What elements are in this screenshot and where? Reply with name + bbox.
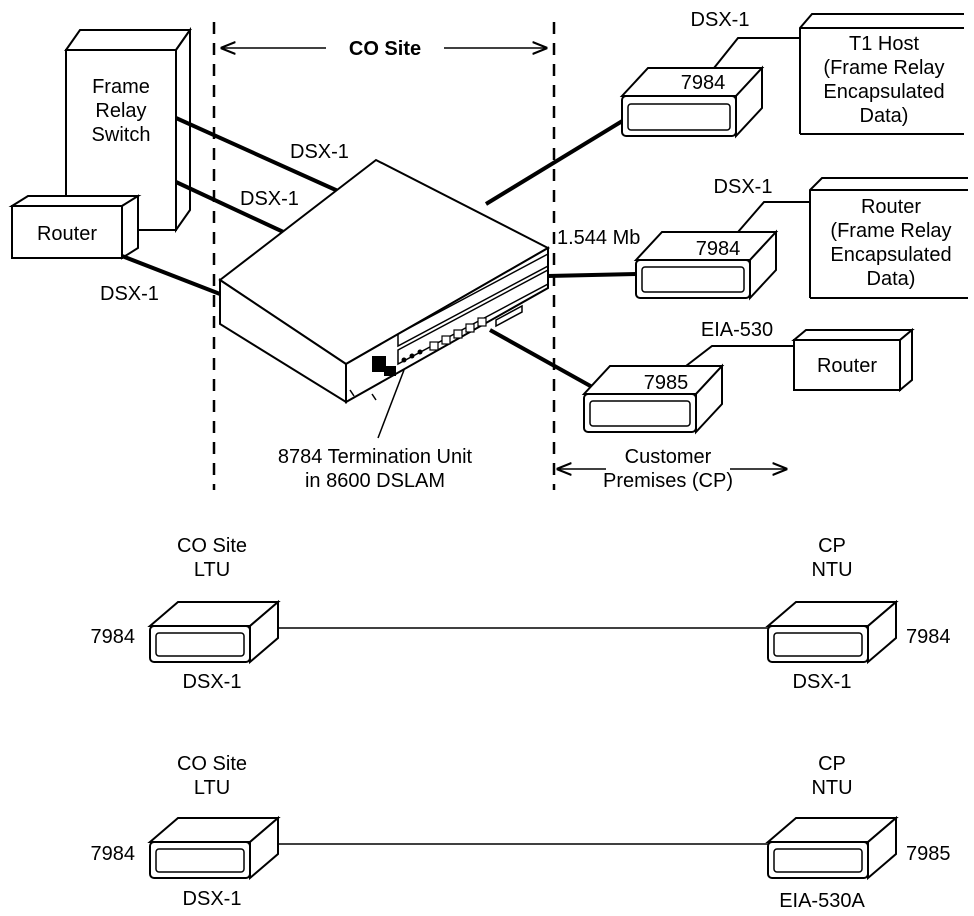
t1-host-line3: Encapsulated (823, 81, 944, 103)
cable-dslam-unit3 (489, 328, 595, 390)
link1-left-model: 7984 (91, 626, 136, 648)
co-site-label: CO Site (349, 38, 421, 60)
dsx1-label-a: DSX-1 (290, 141, 349, 163)
link2-left-unit (147, 815, 281, 881)
link2-left-interface: DSX-1 (183, 888, 242, 910)
frame-relay-switch-line1: Frame (92, 76, 150, 98)
link1-left-title-line2: LTU (194, 559, 230, 581)
link2-right-title-line2: NTU (811, 777, 852, 799)
unit3-interface: EIA-530 (701, 319, 773, 341)
link-diagram-1: CO Site LTU CP NTU 7984 7984 DSX-1 DSX-1 (91, 535, 951, 693)
t1-host-line4: Data) (860, 105, 909, 127)
termination-callout-line (377, 369, 405, 439)
cp-unit-1: 7984 (619, 65, 765, 139)
cp-unit-2: 7984 (633, 229, 779, 301)
link2-right-model: 7985 (906, 843, 951, 865)
router-frame-relay: Router (Frame Relay Encapsulated Data) (809, 177, 968, 299)
cable-switch-dslam-2 (175, 180, 293, 238)
cp-unit-3: 7985 (581, 363, 725, 435)
customer-premises-span: Customer Premises (CP) (558, 446, 786, 492)
co-site-span: CO Site (222, 38, 546, 60)
unit3-model: 7985 (644, 372, 689, 394)
frame-relay-switch: Frame Relay Switch (64, 26, 192, 234)
unit2-host-link (737, 201, 810, 233)
link-diagram-2: CO Site LTU CP NTU 7984 7985 DSX-1 EIA-5… (91, 753, 951, 912)
termination-label-line1: 8784 Termination Unit (278, 446, 473, 468)
cp-label-line2: Premises (CP) (603, 470, 733, 492)
link2-right-title-line1: CP (818, 753, 846, 775)
t1-host: T1 Host (Frame Relay Encapsulated Data) (799, 13, 964, 135)
link1-right-model: 7984 (906, 626, 951, 648)
unit1-host-link (713, 37, 800, 69)
link2-right-interface: EIA-530A (779, 890, 865, 912)
router-fr-line3: Encapsulated (830, 244, 951, 266)
link1-right-title-line1: CP (818, 535, 846, 557)
link1-left-interface: DSX-1 (183, 671, 242, 693)
power-port (372, 356, 386, 372)
link2-left-model: 7984 (91, 843, 136, 865)
link1-left-title-line1: CO Site (177, 535, 247, 557)
link2-right-unit (765, 815, 899, 881)
dsx1-label-c: DSX-1 (100, 283, 159, 305)
router-fr-line2: (Frame Relay (830, 220, 951, 242)
link2-left-title-line1: CO Site (177, 753, 247, 775)
link1-left-unit (147, 599, 281, 665)
cable-dslam-unit2 (547, 272, 639, 278)
link1-right-title-line2: NTU (811, 559, 852, 581)
cable-dslam-unit1 (484, 118, 626, 206)
unit2-interface: DSX-1 (714, 176, 773, 198)
link1-right-unit (765, 599, 899, 665)
cable-switch-dslam (175, 116, 359, 202)
router-left-label: Router (37, 223, 97, 245)
dslam-chassis (218, 158, 551, 404)
link1-right-interface: DSX-1 (793, 671, 852, 693)
router-fr-line4: Data) (867, 268, 916, 290)
frame-relay-switch-line2: Relay (95, 100, 146, 122)
termination-label-line2: in 8600 DSLAM (305, 470, 445, 492)
router-fr-line1: Router (861, 196, 921, 218)
router-left: Router (8, 194, 142, 260)
link2-left-title-line2: LTU (194, 777, 230, 799)
cable-router-dslam (121, 254, 221, 296)
unit1-interface: DSX-1 (691, 9, 750, 31)
t1-host-line1: T1 Host (849, 33, 919, 55)
router-cp-label: Router (817, 355, 877, 377)
frame-relay-switch-line3: Switch (92, 124, 151, 146)
power-switch (384, 366, 396, 376)
cp-label-line1: Customer (625, 446, 712, 468)
dsx1-label-b: DSX-1 (240, 188, 299, 210)
unit2-model: 7984 (696, 238, 741, 260)
rj-port-group (429, 317, 487, 351)
rate-label: 1.544 Mb (557, 227, 640, 249)
unit1-model: 7984 (681, 72, 726, 94)
unit3-host-link (685, 345, 800, 367)
router-cp: Router (791, 327, 915, 393)
t1-host-line2: (Frame Relay (823, 57, 944, 79)
